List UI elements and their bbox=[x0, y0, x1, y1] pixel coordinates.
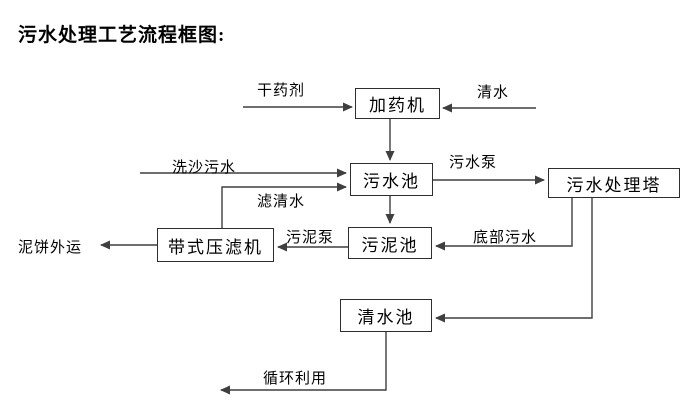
edge-bottom-sewage-return bbox=[435, 198, 573, 251]
edge-label-clean-water-in: 清水 bbox=[477, 85, 510, 101]
edge-label-sludge-pump-line: 污泥泵 bbox=[286, 230, 335, 246]
edge-label-mud-cake-out: 泥饼外运 bbox=[18, 240, 83, 256]
edge-label-recycle-out: 循环利用 bbox=[263, 371, 328, 387]
edge-label-bottom-sewage-return: 底部污水 bbox=[473, 230, 538, 246]
edge-filtered-water-return bbox=[221, 182, 347, 228]
edge-tower-to-clean-pool bbox=[435, 198, 593, 323]
edge-recycle-out bbox=[220, 332, 387, 395]
node-sewage-pool: 污水池 bbox=[350, 163, 433, 196]
node-clean-water-pool: 清水池 bbox=[340, 299, 432, 332]
edge-label-filtered-water-return: 滤清水 bbox=[257, 194, 306, 210]
node-sludge-pool: 污泥池 bbox=[348, 227, 432, 259]
page-title: 污水处理工艺流程框图: bbox=[18, 25, 226, 46]
edge-label-sand-washing-sewage-in: 洗沙污水 bbox=[172, 160, 237, 176]
edge-label-dry-chemical-in: 干药剂 bbox=[257, 83, 306, 99]
node-belt-filter-press: 带式压滤机 bbox=[157, 228, 274, 262]
edge-label-sewage-pump-line: 污水泵 bbox=[449, 155, 498, 171]
node-sewage-treatment-tower: 污水处理塔 bbox=[548, 168, 680, 198]
node-dosing-machine: 加药机 bbox=[355, 88, 440, 119]
